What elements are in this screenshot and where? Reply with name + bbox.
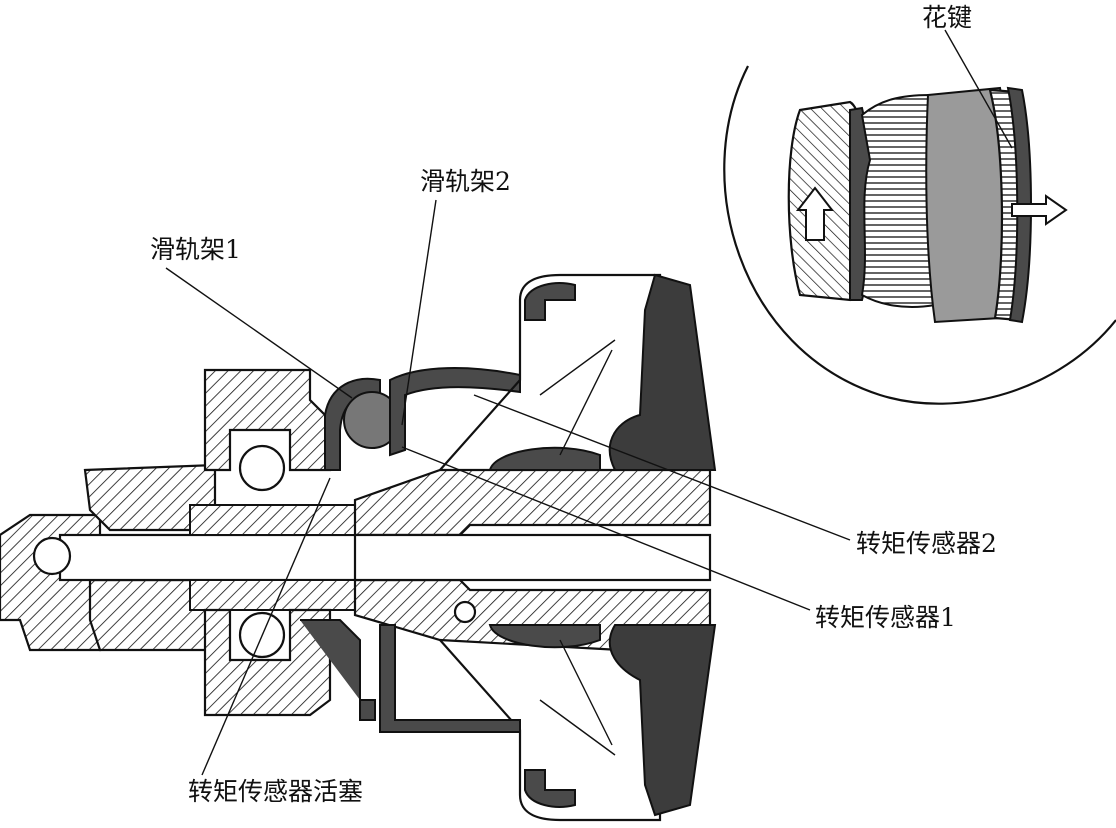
arrow-right-icon <box>1011 194 1068 226</box>
leader-torque-piston <box>201 477 331 776</box>
main-shaft-upper <box>189 504 356 536</box>
clutch-drum-upper <box>439 273 662 471</box>
end-ball <box>32 536 72 576</box>
shaft-gap <box>353 533 712 582</box>
diaphragm-line-upper-2 <box>559 349 613 456</box>
bearing-housing-upper <box>203 368 332 472</box>
label-torque-sensor-piston: 转矩传感器活塞 <box>188 777 363 806</box>
friction-pack-upper <box>608 273 717 471</box>
label-spline: 花键 <box>922 3 972 32</box>
spring-upper <box>488 446 601 471</box>
central-bore <box>58 533 362 582</box>
bearing-ball-upper <box>238 444 286 492</box>
piston-ball <box>453 600 477 624</box>
arrow-up-icon <box>795 186 835 241</box>
leader-lines <box>165 29 1013 776</box>
label-torque-sensor-1: 转矩传感器1 <box>815 603 956 632</box>
input-shaft-upper <box>83 463 217 532</box>
cross-section <box>0 273 717 822</box>
label-slide-rail-2: 滑轨架2 <box>420 167 511 196</box>
bearing-housing-lower <box>203 608 332 717</box>
diaphragm-line-lower-2 <box>559 639 613 746</box>
friction-pack-lower <box>608 624 717 817</box>
leader-slide-rail-1 <box>165 267 353 399</box>
leader-torque-sensor-1 <box>401 446 811 611</box>
leader-spline <box>944 29 1013 149</box>
piston-sleeve-lower-2 <box>379 624 521 733</box>
label-slide-rail-1: 滑轨架1 <box>150 235 241 264</box>
diaphragm-line-upper <box>539 339 616 396</box>
seal-upper <box>524 282 576 321</box>
wavy-plates <box>860 93 937 308</box>
inset-circle-outline <box>723 65 1116 405</box>
leader-torque-sensor-2 <box>473 394 851 541</box>
slide-rail-2-part <box>389 367 521 457</box>
label-torque-sensor-2: 转矩传感器2 <box>856 529 997 558</box>
leader-slide-rail-2 <box>401 199 437 426</box>
piston-sleeve-lower <box>300 619 376 721</box>
main-shaft-lower <box>189 579 356 611</box>
clutch-drum-lower <box>439 639 662 822</box>
spring-lower <box>488 624 601 649</box>
seal-lower <box>524 769 576 808</box>
hub-upper <box>353 468 712 537</box>
diaphragm-line-lower <box>539 699 616 756</box>
spline-detail-inset <box>723 65 1116 405</box>
